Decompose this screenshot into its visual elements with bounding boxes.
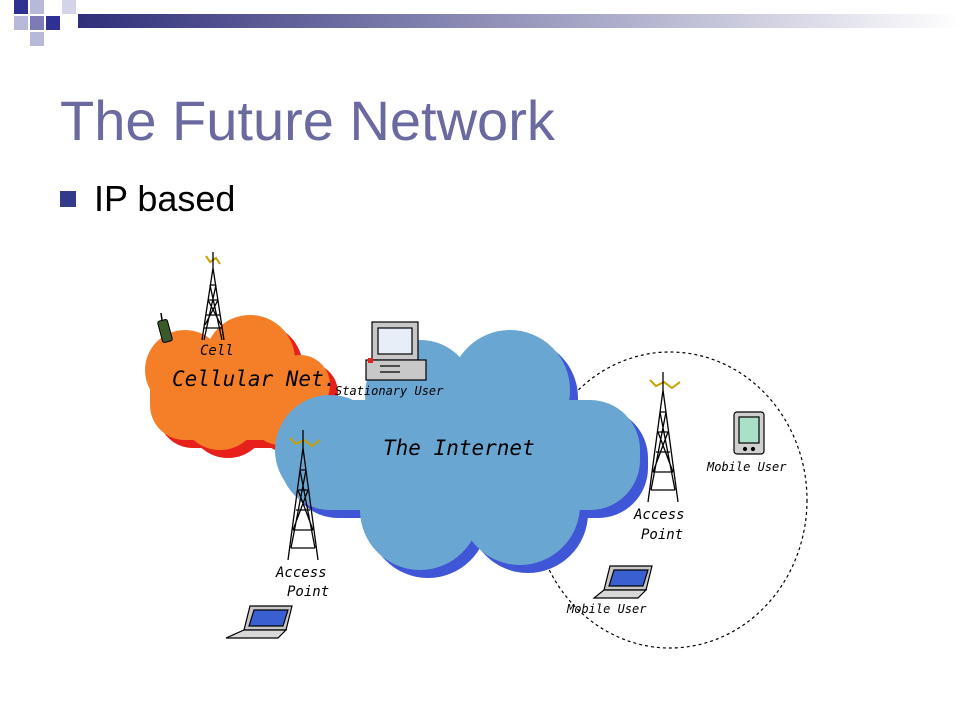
pda-icon — [733, 411, 765, 455]
slide-title: The Future Network — [60, 89, 555, 152]
internet-label: The Internet — [383, 436, 535, 460]
cellular-net-label: Cellular Net. — [172, 367, 336, 391]
cell-tower-icon — [201, 252, 225, 341]
mobile-phone-icon — [157, 312, 173, 343]
access-point-left-label-1: Access — [275, 565, 327, 581]
cellular-network-cloud — [145, 315, 338, 458]
desktop-computer-icon — [365, 321, 427, 381]
mobile-user-tablet-label: Mobile User — [706, 460, 787, 474]
access-point-left-label-2: Point — [287, 584, 329, 600]
bullet-text: IP based — [94, 178, 236, 219]
access-point-right-label-1: Access — [633, 507, 685, 523]
mobile-user-laptop-label: Mobile User — [566, 602, 647, 616]
cell-label: Cell — [200, 343, 234, 359]
bullet-item: IP based — [60, 178, 235, 220]
header-decoration — [14, 0, 960, 46]
laptop-icon — [225, 605, 293, 639]
bullet-marker — [60, 191, 76, 207]
antenna-tower-icon — [287, 430, 321, 561]
internet-cloud — [275, 330, 648, 578]
wlan-coverage-area — [532, 351, 808, 649]
laptop-icon — [592, 565, 653, 599]
stationary-user-label: Stationary User — [335, 384, 444, 398]
antenna-tower-icon — [647, 372, 681, 503]
access-point-right-label-2: Point — [641, 527, 683, 543]
